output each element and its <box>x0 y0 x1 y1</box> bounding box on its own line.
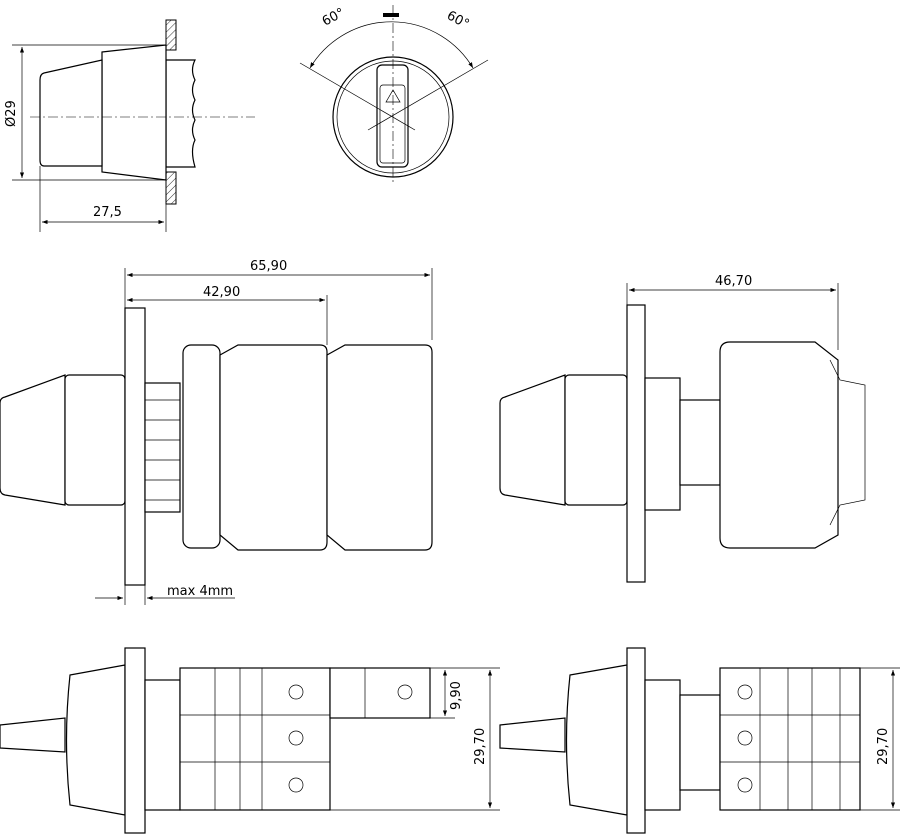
top-view-din-rail: 29,70 <box>499 647 900 834</box>
module-width-label: 9,90 <box>449 681 464 710</box>
din-length-label: 46,70 <box>715 274 752 289</box>
side-view-din-rail: 46,70 <box>499 274 866 583</box>
diameter-label: Ø29 <box>4 100 19 127</box>
knob-depth-label: 27,5 <box>93 205 122 220</box>
module-height-label-left: 29,70 <box>473 728 488 765</box>
panel-thickness-label: max 4mm <box>167 584 233 599</box>
overall-length-label: 65,90 <box>250 259 287 274</box>
module-height-label-right: 29,70 <box>876 728 891 765</box>
side-view-knob: Ø29 27,5 <box>4 19 255 232</box>
angle-right-label: 60° <box>444 8 471 32</box>
angle-left-label: 60° <box>320 5 347 29</box>
front-view-knob: 60° 60° <box>299 5 489 185</box>
side-view-two-modules: 65,90 42,90 max 4mm <box>0 259 433 605</box>
top-view-two-modules: 9,90 29,70 <box>0 647 500 834</box>
module-length-label: 42,90 <box>203 285 240 300</box>
